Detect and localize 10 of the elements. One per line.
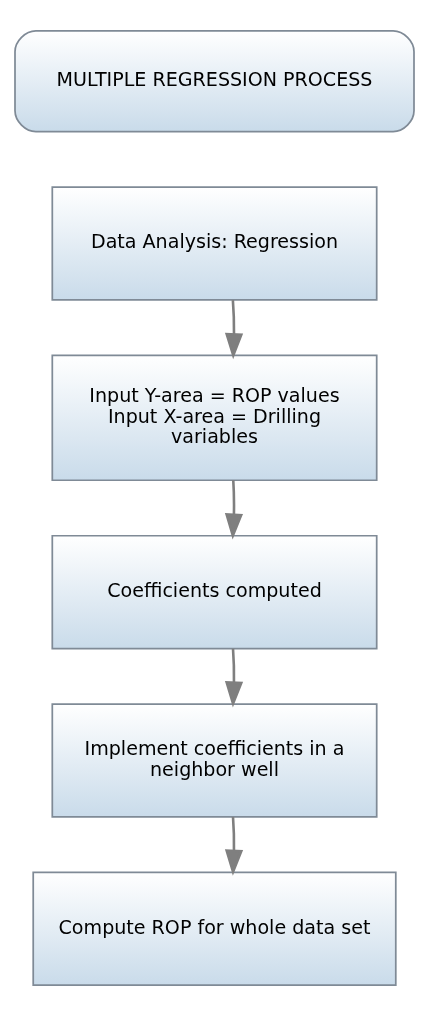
node-box: MULTIPLE REGRESSION PROCESS bbox=[14, 30, 415, 133]
node-box: Coefficients computed bbox=[51, 534, 378, 650]
node-box: Input Y-area = ROP values Input X-area = Drilling variables bbox=[51, 354, 378, 482]
arrow bbox=[224, 480, 244, 540]
arrow bbox=[224, 648, 244, 708]
arrow bbox=[224, 300, 244, 360]
node-box: Implement coefficients in a neighbor well bbox=[51, 703, 378, 818]
arrow bbox=[224, 816, 244, 876]
node-box: Compute ROP for whole data set bbox=[32, 871, 397, 986]
node-box: Data Analysis: Regression bbox=[51, 186, 378, 301]
